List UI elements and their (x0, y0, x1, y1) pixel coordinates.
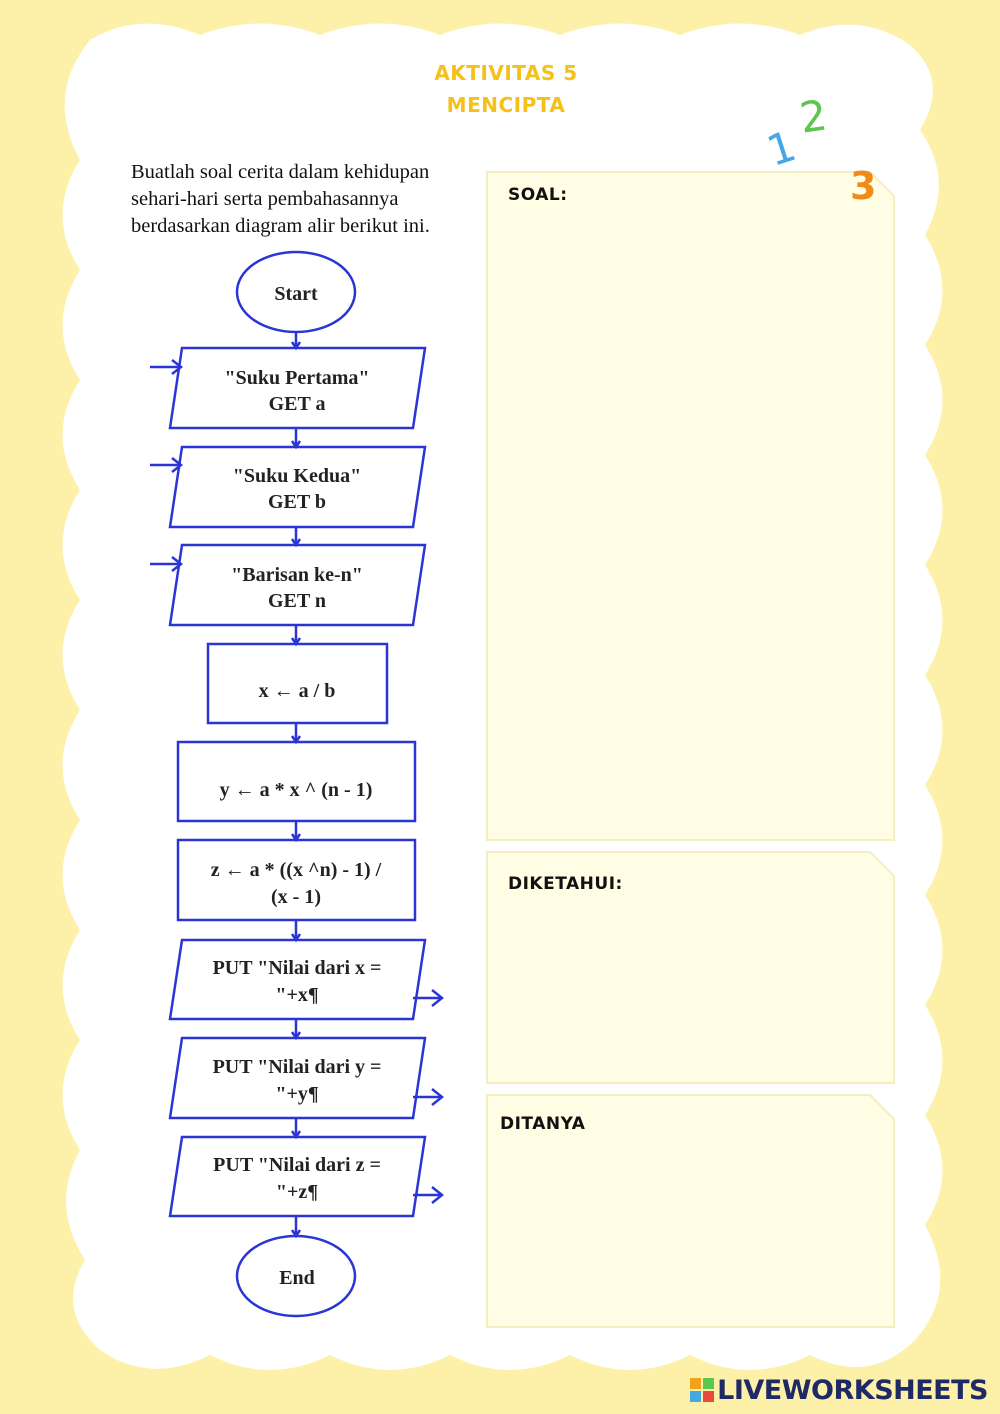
input-n-line1: "Barisan ke-n" (231, 564, 363, 586)
input-a-line2: GET a (269, 393, 326, 415)
liveworksheets-brand[interactable]: LIVEWORKSHEETS (717, 1375, 988, 1406)
diketahui-label: DIKETAHUI: (508, 874, 623, 894)
process-z-line1: z ← a * ((x ^n) - 1) / (211, 859, 382, 881)
output-z-line1: PUT "Nilai dari z = (213, 1154, 381, 1176)
activity-title: AKTIVITAS 5 (0, 61, 1000, 85)
output-z-line2: "+z¶ (276, 1181, 318, 1203)
input-n-line2: GET n (268, 590, 326, 612)
start-label: Start (274, 283, 318, 305)
instruction-text: Buatlah soal cerita dalam kehidupan seha… (131, 159, 481, 240)
activity-subtitle: MENCIPTA (0, 93, 1000, 117)
output-x-line1: PUT "Nilai dari x = (213, 957, 382, 979)
ditanya-label: DITANYA (500, 1114, 585, 1134)
input-b-line1: "Suku Kedua" (233, 465, 361, 487)
decor-number-three: 3 (850, 164, 876, 208)
liveworksheets-logo-icon (690, 1378, 714, 1402)
process-y-label: y ← a * x ^ (n - 1) (220, 779, 373, 801)
output-y-line2: "+y¶ (275, 1083, 318, 1105)
soal-label: SOAL: (508, 185, 568, 205)
process-x-label: x ← a / b (259, 680, 336, 702)
process-z-line2: (x - 1) (271, 886, 321, 908)
input-a-line1: "Suku Pertama" (225, 367, 370, 389)
output-x-line2: "+x¶ (275, 984, 318, 1006)
end-label: End (279, 1267, 315, 1289)
soal-panel[interactable] (487, 172, 894, 840)
input-b-line2: GET b (268, 491, 326, 513)
output-y-line1: PUT "Nilai dari y = (213, 1056, 382, 1078)
